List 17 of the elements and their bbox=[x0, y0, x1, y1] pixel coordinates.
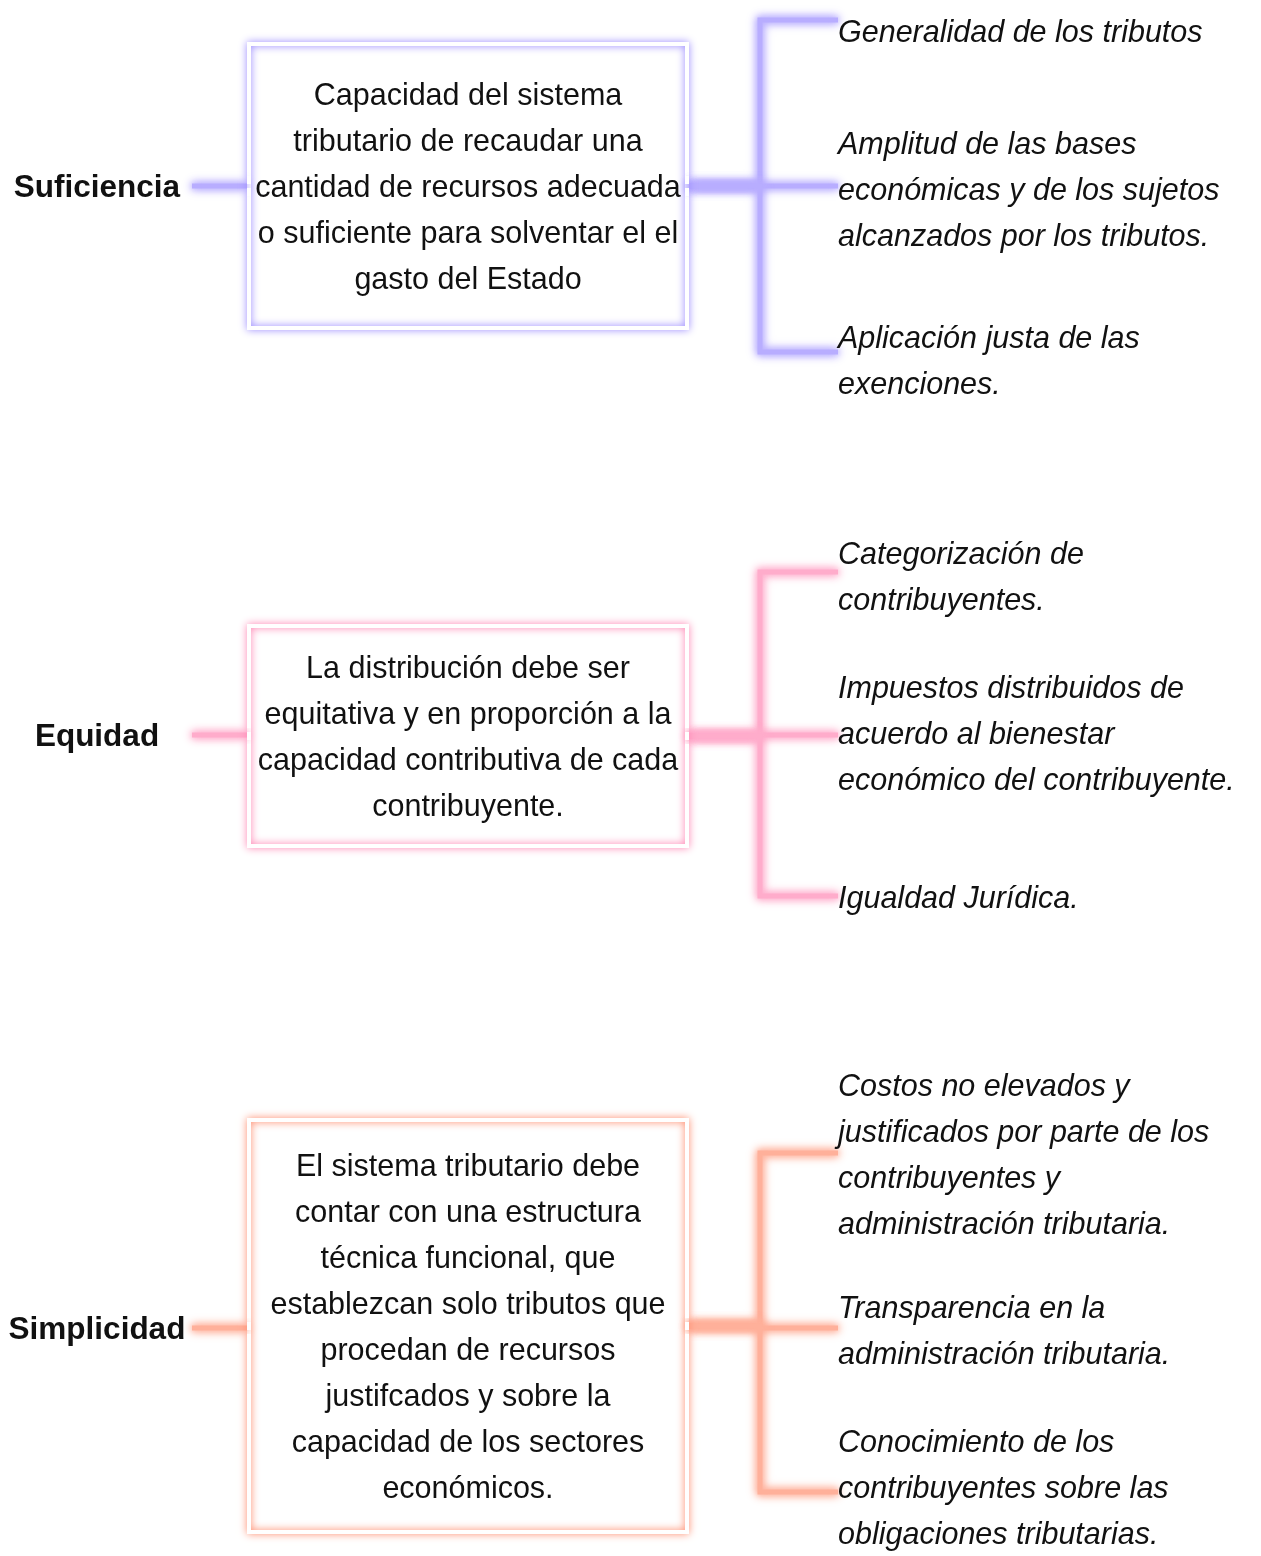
category-label: Simplicidad bbox=[2, 1308, 192, 1348]
connector-line bbox=[689, 183, 838, 355]
criterion-text: Aplicación justa de las exenciones. bbox=[838, 314, 1261, 408]
connector-line bbox=[192, 1325, 247, 1331]
criterion-text: Amplitud de las bases económicas y de los sujetos alcanzados por los tributos. bbox=[838, 120, 1261, 260]
criterion-text: Transparencia en la administración tributaria. bbox=[838, 1284, 1261, 1378]
connector-line bbox=[192, 183, 247, 189]
category-label: Equidad bbox=[2, 715, 192, 755]
criterion-text: Categorización de contribuyentes. bbox=[838, 530, 1261, 624]
connector-line bbox=[689, 1323, 838, 1495]
criterion-text: Igualdad Jurídica. bbox=[838, 874, 1261, 920]
criterion-text: Impuestos distribuidos de acuerdo al bienestar económico del contribuyente. bbox=[838, 664, 1261, 804]
category-label: Suficiencia bbox=[2, 166, 192, 206]
connector-line bbox=[192, 732, 247, 738]
criterion-text: Conocimiento de los contribuyentes sobre las obligaciones tributarias. bbox=[838, 1418, 1261, 1556]
criterion-text: Generalidad de los tributos bbox=[838, 8, 1261, 48]
connector-line bbox=[689, 733, 838, 899]
